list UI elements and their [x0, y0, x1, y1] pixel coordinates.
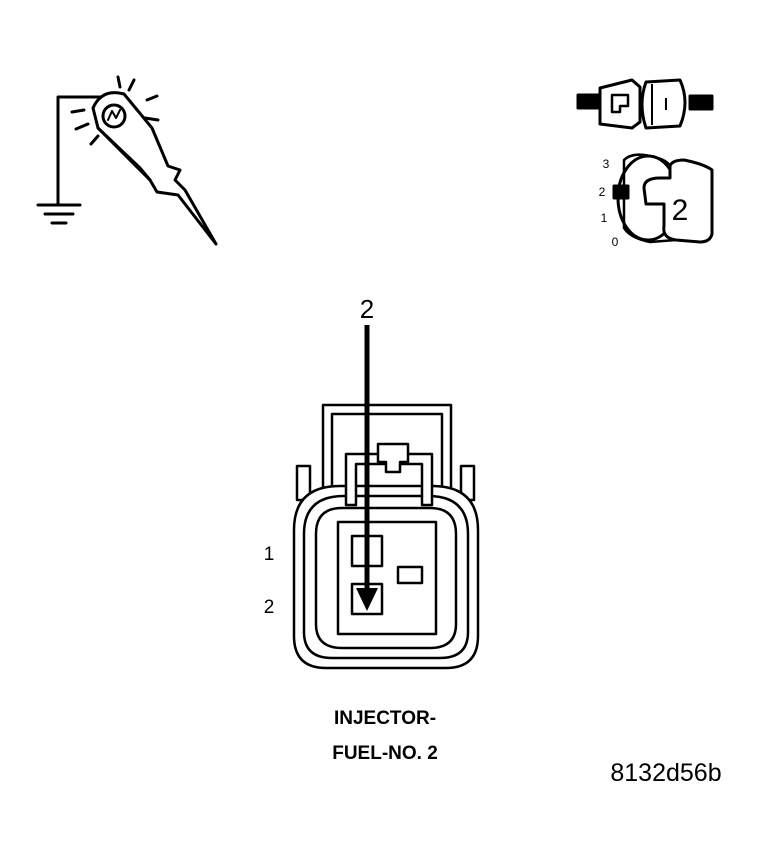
ignition-position-0: 0	[612, 235, 619, 249]
caption-line-1: INJECTOR-	[334, 708, 436, 729]
caption-line-2: FUEL-NO. 2	[332, 743, 438, 764]
figure-id: 8132d56b	[610, 759, 721, 787]
connector-icon	[576, 78, 714, 130]
probe-arrow	[356, 325, 378, 611]
arrow-pin-label: 2	[360, 294, 374, 324]
test-light-icon	[36, 75, 218, 246]
connector-face	[292, 403, 480, 670]
ignition-position-3: 3	[603, 157, 610, 171]
ignition-position-2: 2	[599, 185, 606, 199]
ignition-position-1: 1	[601, 211, 608, 225]
ignition-key-number: 2	[672, 194, 689, 227]
pin-label-1: 1	[264, 544, 275, 565]
pin-label-2: 2	[264, 597, 275, 618]
ignition-key-icon: 3 2 1 0 2	[599, 153, 714, 249]
